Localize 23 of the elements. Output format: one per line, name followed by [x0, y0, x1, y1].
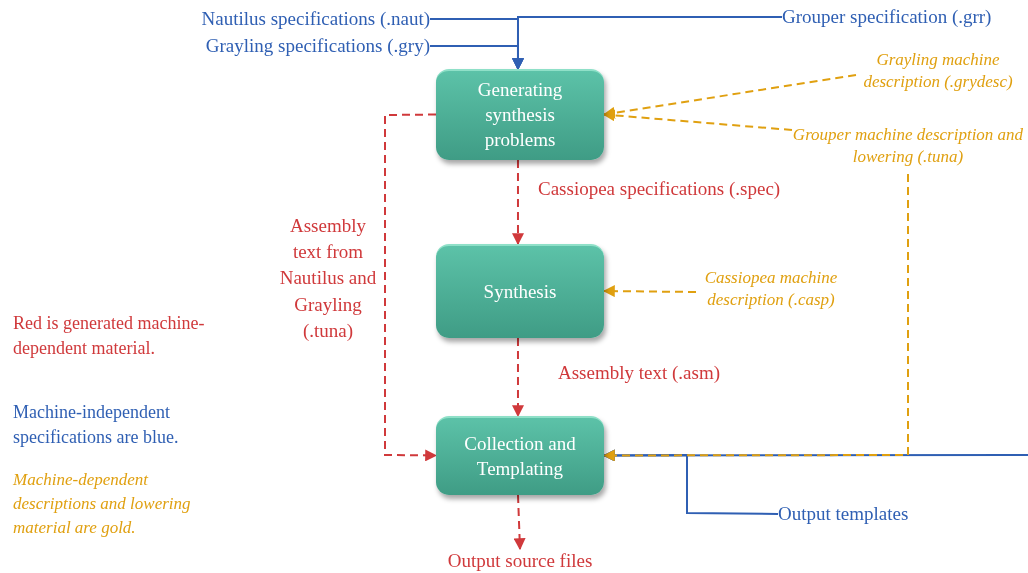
process-box: Collection and Templating: [436, 416, 604, 495]
arrow: [602, 173, 909, 462]
color-note: Red is generated machine-dependent material.: [13, 312, 206, 361]
arrow: [384, 113, 438, 462]
color-note: Machine-independent specifications are blue.: [13, 401, 180, 450]
color-note: Machine-dependent descriptions and lowering material are gold.: [13, 469, 192, 539]
process-box: Generating synthesis problems: [436, 69, 604, 160]
file-label: Grayling specifications (.gry): [160, 34, 430, 59]
arrow: [602, 74, 857, 119]
arrow: [513, 494, 526, 551]
file-label: Output templates: [778, 502, 948, 527]
file-label: Output source files: [430, 549, 610, 573]
process-box: Synthesis: [436, 244, 604, 338]
file-label: Nautilus specifications (.naut): [160, 7, 430, 32]
file-label: Grouper specification (.grr): [782, 5, 1028, 30]
arrow: [602, 285, 697, 298]
file-label: Grouper machine description and lowering (.tuna): [792, 124, 1024, 174]
arrow: [602, 109, 793, 131]
arrow: [512, 337, 524, 418]
arrow: [512, 159, 524, 246]
file-label: Grayling machine description (.grydesc): [856, 49, 1020, 101]
file-label: Cassiopea machine description (.casp): [696, 267, 846, 317]
arrow: [512, 16, 783, 71]
